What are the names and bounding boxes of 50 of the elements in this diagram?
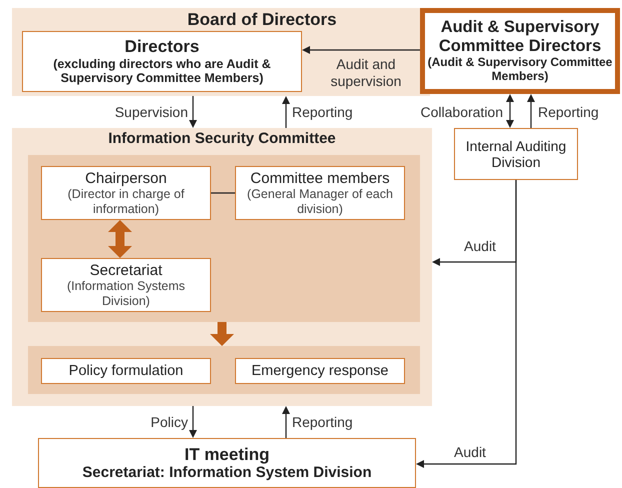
edge-label: Reporting [292, 104, 354, 121]
box-title: Internal Auditing Division [464, 138, 568, 170]
edge-label: Supervision [114, 104, 188, 121]
process-box [41, 358, 211, 384]
box-title: Policy formulation [68, 362, 184, 380]
edge-label: Reporting [292, 414, 354, 431]
box-subtitle: (excluding directors who are Audit & Supervisory Committee Members) [52, 56, 272, 86]
panel-background [28, 346, 420, 394]
box-subtitle: (General Manager of each division) [246, 187, 394, 216]
block-arrow [108, 220, 132, 258]
arrow [527, 94, 535, 128]
arrow [302, 46, 420, 54]
arrow [282, 96, 290, 128]
box-subtitle: (Audit & Supervisory Committee Members) [427, 56, 613, 84]
arrow [189, 406, 197, 438]
edge-label: Audit and supervision [330, 56, 402, 90]
edge-label: Audit [453, 444, 487, 461]
box-title: Chairperson [85, 170, 167, 188]
group-title: Board of Directors [186, 10, 338, 30]
edge-label: Collaboration [420, 104, 503, 121]
box-title: Emergency response [251, 362, 388, 380]
process-box [235, 358, 405, 384]
block-arrow [210, 322, 234, 346]
box-title: Committee members [250, 170, 390, 188]
arrow [416, 180, 517, 468]
process-box [235, 166, 405, 220]
edge-label: Audit [463, 238, 497, 255]
edge-label: Policy [150, 414, 188, 431]
arrow [506, 94, 514, 128]
process-box [41, 258, 211, 312]
connector-line [211, 192, 235, 194]
edge-label: Reporting [538, 104, 600, 121]
process-box [38, 438, 416, 488]
box-subtitle: (Director in charge of information) [66, 187, 186, 216]
process-box [454, 128, 578, 180]
process-box [420, 8, 620, 94]
box-title: IT meeting [184, 444, 270, 464]
process-box [22, 31, 302, 92]
box-title: Secretariat [90, 262, 162, 280]
box-subtitle: Secretariat: Information System Division [82, 464, 372, 482]
process-box [41, 166, 211, 220]
group-band [12, 128, 432, 406]
box-title: Audit & Supervisory Committee Directors [438, 18, 602, 56]
arrow [189, 96, 197, 128]
box-subtitle: (Information Systems Division) [66, 279, 186, 308]
arrow [282, 406, 290, 438]
box-title: Directors [124, 37, 200, 57]
panel-background [28, 155, 420, 322]
group-title: Information Security Committee [107, 130, 337, 147]
group-band [12, 8, 430, 96]
